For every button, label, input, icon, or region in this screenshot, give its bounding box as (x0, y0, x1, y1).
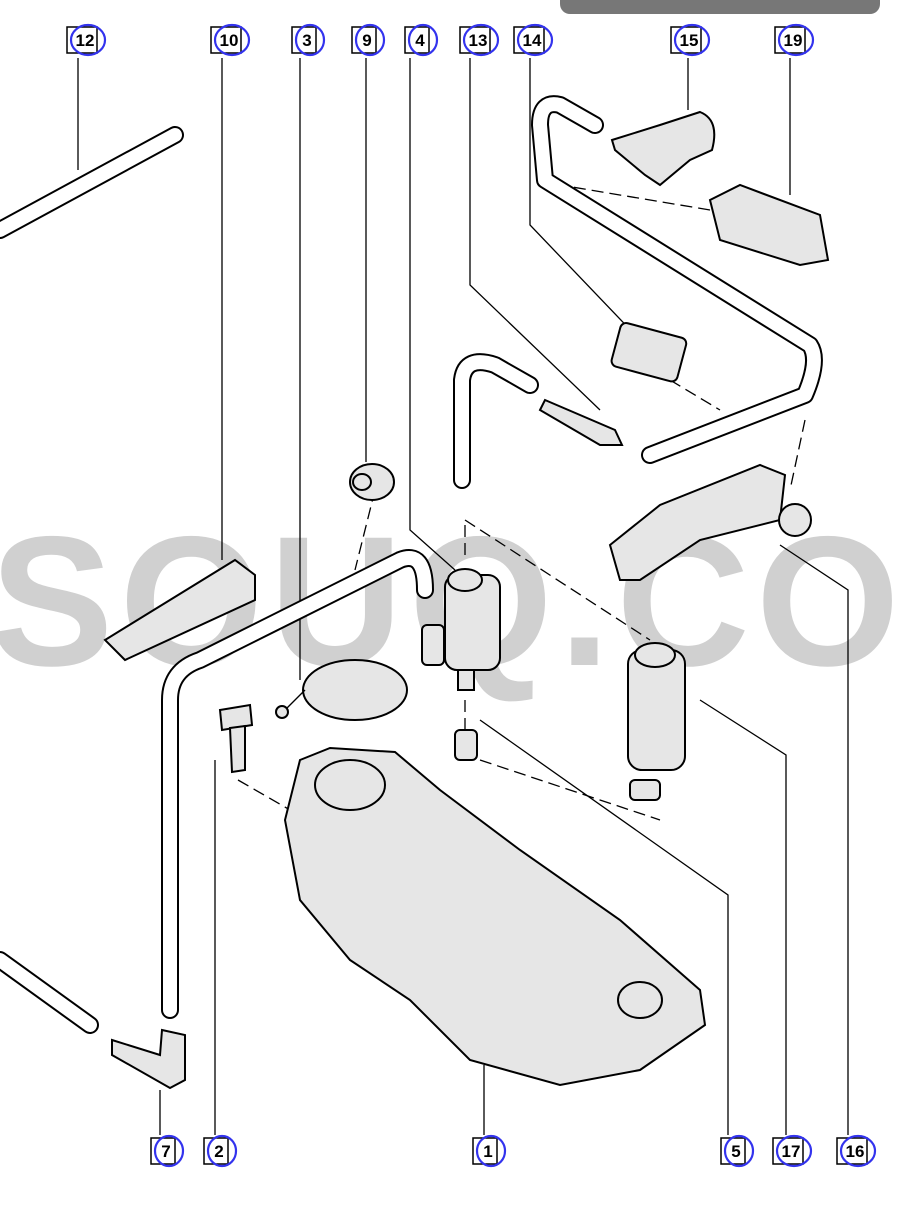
part-14-clip (610, 322, 688, 383)
callout-number: 15 (680, 31, 699, 50)
part-9-grommet (349, 463, 395, 501)
callout-number: 13 (469, 31, 488, 50)
callout-2[interactable]: 2 (203, 1134, 238, 1168)
callout-ring (354, 23, 386, 57)
callout-12[interactable]: 12 (66, 23, 107, 57)
callouts-bottom: 7 2 1 5 17 16 (150, 1134, 877, 1168)
part-15-nozzle (610, 110, 716, 187)
callout-ring (206, 1134, 238, 1168)
callout-ring (516, 23, 554, 57)
callout-ring (462, 23, 500, 57)
callout-3[interactable]: 3 (291, 23, 326, 57)
part-16-hose-connector (608, 463, 812, 581)
callout-ring (69, 23, 107, 57)
callout-number: 10 (220, 31, 239, 50)
callout-13[interactable]: 13 (459, 23, 500, 57)
callout-ring (213, 23, 251, 57)
callout-ring (723, 1134, 755, 1168)
callout-17[interactable]: 17 (772, 1134, 813, 1168)
callout-ring (777, 23, 815, 57)
callout-number: 2 (214, 1142, 223, 1161)
callout-number: 5 (731, 1142, 740, 1161)
part-1-reservoir (283, 746, 707, 1087)
callout-number: 9 (362, 31, 371, 50)
callout-10[interactable]: 10 (210, 23, 251, 57)
part-3-cap (275, 659, 408, 721)
callout-box (836, 1137, 868, 1165)
callout-9[interactable]: 9 (351, 23, 386, 57)
hose-12 (0, 126, 184, 1034)
hose-main (161, 549, 434, 1019)
callout-box (351, 26, 377, 54)
top-overlay-bar (560, 0, 880, 14)
callout-ring (475, 1134, 507, 1168)
callouts-top: 12 10 3 9 4 13 14 15 19 (66, 23, 815, 57)
callout-number: 19 (784, 31, 803, 50)
callout-ring (775, 1134, 813, 1168)
callout-ring (294, 23, 326, 57)
callout-5[interactable]: 5 (720, 1134, 755, 1168)
callout-number: 4 (415, 31, 425, 50)
callout-number: 7 (161, 1142, 170, 1161)
callout-ring (407, 23, 439, 57)
callout-14[interactable]: 14 (513, 23, 554, 57)
callout-ring (839, 1134, 877, 1168)
leader-lines (77, 58, 849, 1135)
callout-1[interactable]: 1 (472, 1134, 507, 1168)
callout-number: 16 (846, 1142, 865, 1161)
part-7-elbow (111, 1028, 186, 1090)
callout-15[interactable]: 15 (670, 23, 711, 57)
part-2-bolt (218, 703, 254, 774)
part-17-pump (627, 642, 686, 801)
part-grommet-pump (454, 729, 478, 761)
callout-number: 1 (483, 1142, 492, 1161)
hose-13 (453, 353, 539, 489)
callout-number: 12 (76, 31, 95, 50)
callout-ring (673, 23, 711, 57)
callout-7[interactable]: 7 (150, 1134, 185, 1168)
part-4-pump (421, 568, 501, 691)
callout-number: 3 (302, 31, 311, 50)
part-13-connector (538, 398, 624, 446)
callout-19[interactable]: 19 (774, 23, 815, 57)
callout-number: 14 (523, 31, 542, 50)
callout-ring (153, 1134, 185, 1168)
callout-number: 17 (782, 1142, 801, 1161)
part-10-bracket (103, 558, 256, 662)
callout-16[interactable]: 16 (836, 1134, 877, 1168)
assembly-dashes (237, 184, 806, 821)
part-19-clip (708, 183, 830, 267)
hose-14 (531, 95, 823, 464)
callout-4[interactable]: 4 (404, 23, 439, 57)
